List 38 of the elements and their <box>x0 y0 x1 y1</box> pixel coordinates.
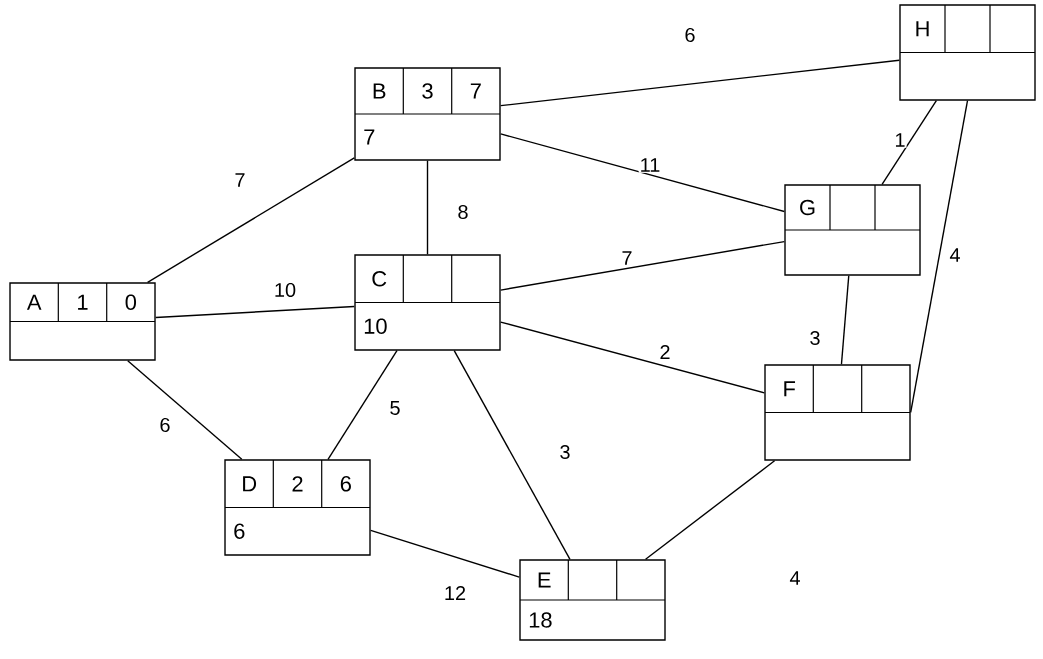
connector-line <box>127 360 243 460</box>
connector-line <box>370 529 520 578</box>
edge-label: 6 <box>683 26 697 44</box>
connector-line <box>500 133 785 213</box>
edge-label: 6 <box>158 416 172 434</box>
connector-line <box>644 460 776 560</box>
edge-label: 5 <box>388 400 402 416</box>
node-box: F <box>764 364 911 461</box>
edge-label: 4 <box>788 570 802 586</box>
edge-label: 11 <box>638 157 662 173</box>
edge-label: 3 <box>558 443 572 461</box>
edge-label: 8 <box>456 203 470 221</box>
connector-line <box>453 350 571 560</box>
edge-label: 4 <box>948 247 962 263</box>
node-box: D 2 6 6 <box>224 459 371 556</box>
connector-line <box>910 100 969 414</box>
node-box: C 10 <box>354 254 501 351</box>
edge-label: 3 <box>808 329 822 347</box>
edge-label: 1 <box>893 132 907 148</box>
edge-label: 7 <box>620 250 634 266</box>
connector-line <box>500 321 765 394</box>
connector-line <box>327 350 398 460</box>
connector-line <box>500 59 900 107</box>
connector-line <box>146 157 355 283</box>
connector-line <box>155 305 355 319</box>
connector-line <box>881 100 938 185</box>
node-box: A 1 0 <box>9 282 156 361</box>
node-box: B 3 7 7 <box>354 67 501 161</box>
edge-label: 7 <box>233 172 247 188</box>
connector-line <box>500 240 785 291</box>
node-box: H <box>899 4 1036 101</box>
connector-line <box>840 275 850 365</box>
edge-label: 12 <box>442 585 468 601</box>
edge-label: 10 <box>272 281 298 299</box>
node-box: E 18 <box>519 559 666 641</box>
edge-label: 2 <box>658 344 672 360</box>
connector-line <box>426 160 429 255</box>
node-box: G <box>784 184 921 276</box>
